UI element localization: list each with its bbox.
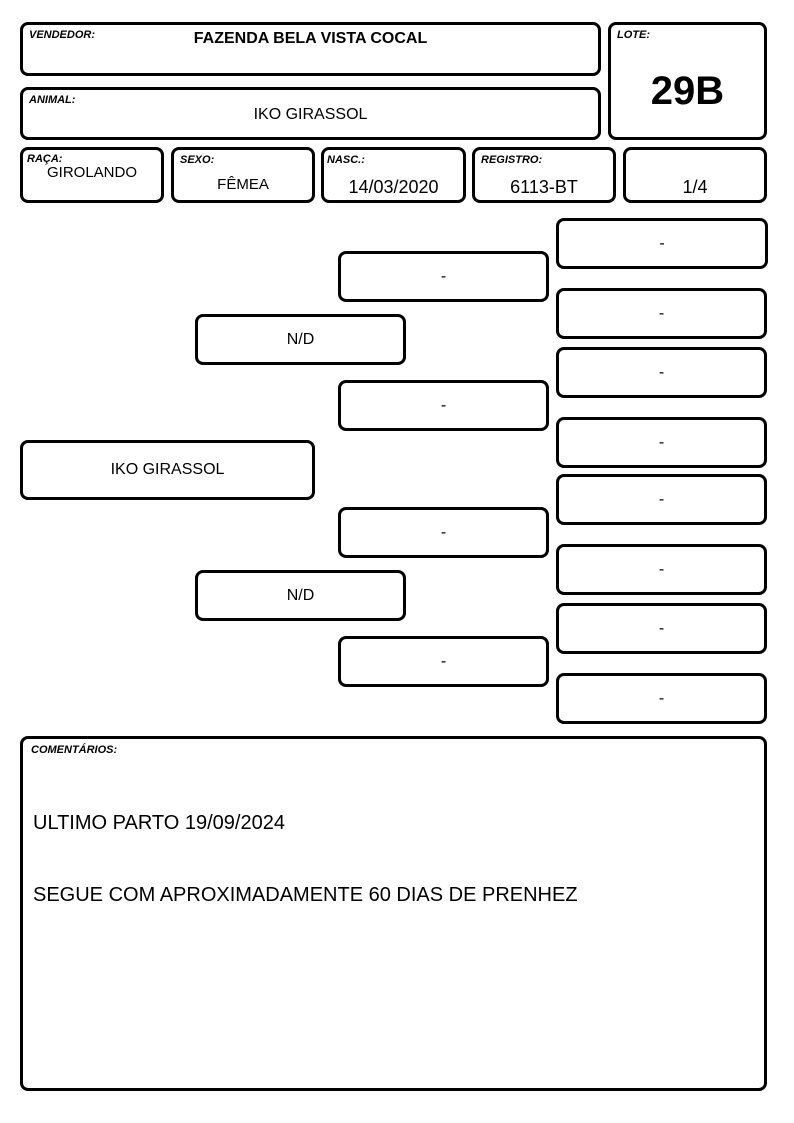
fraction-box: 1/4 [623, 147, 767, 203]
lot-label: LOTE: [617, 29, 650, 41]
comments-text: ULTIMO PARTO 19/09/2024 SEGUE COM APROXI… [33, 763, 578, 955]
sex-label: SEXO: [180, 154, 215, 166]
animal-value: IKO GIRASSOL [253, 106, 368, 123]
sex-value: FÊMEA [217, 176, 269, 193]
pedigree-grandparent: - [338, 251, 549, 302]
vendor-label: VENDEDOR: [29, 29, 96, 41]
comments-label: COMENTÁRIOS: [31, 744, 118, 756]
vendor-value: FAZENDA BELA VISTA COCAL [193, 30, 428, 47]
breed-box: RAÇA: GIROLANDO [20, 147, 164, 203]
breed-value: GIROLANDO [46, 164, 137, 181]
pedigree-animal: IKO GIRASSOL [20, 440, 315, 500]
breed-label: RAÇA: [27, 153, 63, 165]
pedigree-great-grandparent: - [556, 544, 767, 595]
lot-box: LOTE: 29B [608, 22, 767, 140]
pedigree-grandparent: - [338, 636, 549, 687]
comments-line: SEGUE COM APROXIMADAMENTE 60 DIAS DE PRE… [33, 884, 578, 906]
pedigree-great-grandparent: - [556, 673, 767, 724]
registry-value: 6113-BT [510, 177, 578, 197]
lot-value: 29B [650, 69, 725, 113]
registry-box: REGISTRO: 6113-BT [472, 147, 616, 203]
animal-label: ANIMAL: [29, 94, 76, 106]
comments-box: COMENTÁRIOS: ULTIMO PARTO 19/09/2024 SEG… [20, 736, 767, 1091]
pedigree-dam: N/D [195, 570, 406, 621]
pedigree-great-grandparent: - [556, 603, 767, 654]
pedigree-great-grandparent: - [556, 347, 767, 398]
pedigree-great-grandparent: - [556, 218, 768, 269]
pedigree-great-grandparent: - [556, 288, 767, 339]
registry-label: REGISTRO: [481, 154, 543, 166]
animal-box: ANIMAL: IKO GIRASSOL [20, 87, 601, 140]
birth-label: NASC.: [327, 154, 365, 166]
pedigree-great-grandparent: - [556, 417, 767, 468]
pedigree-sire: N/D [195, 314, 406, 365]
pedigree-grandparent: - [338, 380, 549, 431]
sex-box: SEXO: FÊMEA [171, 147, 315, 203]
pedigree-grandparent: - [338, 507, 549, 558]
vendor-box: VENDEDOR: FAZENDA BELA VISTA COCAL [20, 22, 601, 76]
fraction-value: 1/4 [682, 177, 708, 197]
pedigree-great-grandparent: - [556, 474, 767, 525]
birth-box: NASC.: 14/03/2020 [321, 147, 466, 203]
birth-value: 14/03/2020 [348, 177, 439, 197]
comments-line: ULTIMO PARTO 19/09/2024 [33, 812, 285, 834]
